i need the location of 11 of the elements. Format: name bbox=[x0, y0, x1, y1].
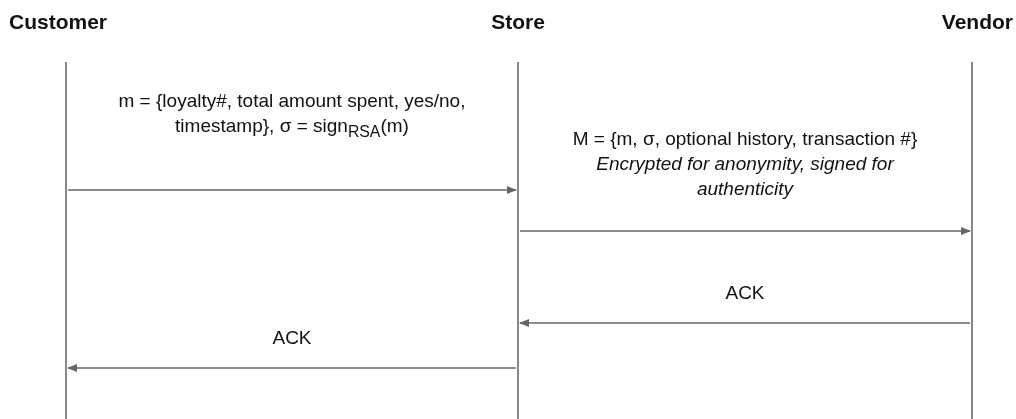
participant-name: Customer bbox=[9, 10, 108, 34]
participant-name: Vendor bbox=[941, 10, 1013, 34]
participant-name: Store bbox=[491, 10, 545, 34]
message-arrow bbox=[67, 186, 517, 194]
message-arrow bbox=[519, 319, 971, 327]
message-label: ACK bbox=[271, 326, 313, 350]
message-arrow bbox=[67, 364, 517, 372]
message-label: m = {loyalty#, total amount spent, yes/no, timestamp}, σ = sign$_{RSA}$(m) bbox=[117, 89, 467, 142]
message-arrow bbox=[519, 227, 971, 235]
message-label: ACK bbox=[724, 281, 766, 305]
message-label: M = {m, σ, optional history, transaction #} Encrypted for anonymity, signed for authenticity bbox=[571, 127, 919, 201]
